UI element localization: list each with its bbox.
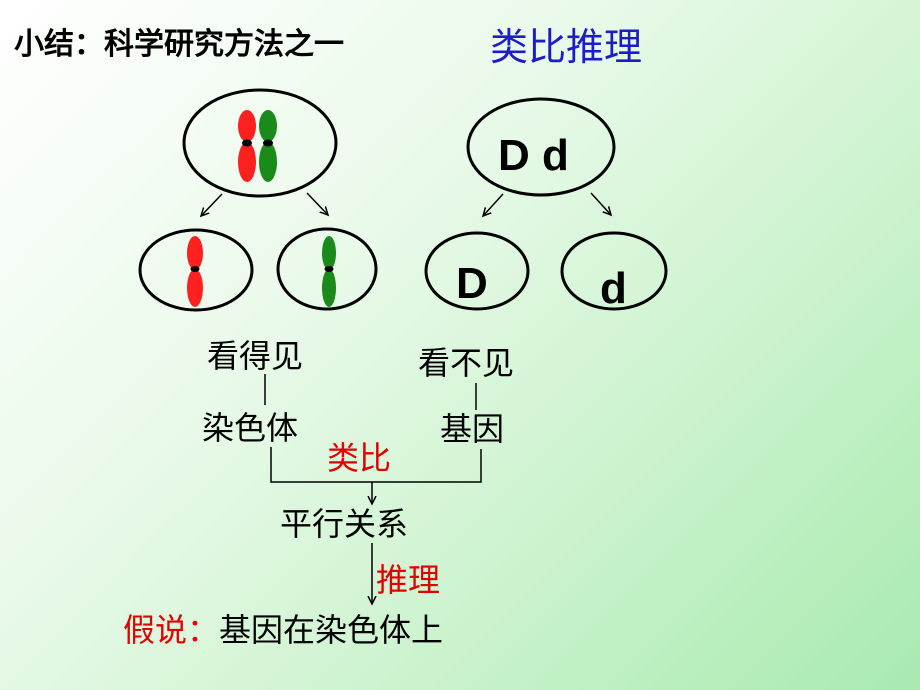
daughter-cell-right: [276, 227, 378, 311]
parent-cell: [182, 88, 338, 198]
gene-child-left-label: D: [456, 259, 488, 308]
title-accent: 类比推理: [490, 25, 643, 69]
arrow-parent-right: [306, 192, 328, 215]
invisible-label: 看不见: [418, 344, 515, 382]
gene-parent-cell: [466, 97, 616, 197]
chromosome-label: 染色体: [202, 409, 299, 447]
chromosome-pair: [238, 110, 277, 182]
flow-connectors: [264, 374, 482, 604]
analogy-label: 类比: [327, 439, 392, 477]
hypothesis-text: 基因在染色体上: [219, 611, 444, 649]
slide-title: 小结：科学研究方法之一: [14, 27, 344, 62]
daughter-cell-left: [138, 228, 254, 312]
arrow-parent-left: [201, 193, 223, 216]
hypothesis-line: 假说：基因在染色体上: [123, 614, 443, 646]
hypothesis-prefix: 假说：: [123, 611, 220, 649]
arrow-gene-right: [590, 192, 611, 215]
gene-child-right-label: d: [600, 264, 627, 313]
gene-cell-left: [424, 231, 530, 311]
visible-label: 看得见: [207, 337, 304, 375]
chromosome-green: [322, 236, 336, 307]
chromosome-red: [187, 236, 203, 307]
gene-label: 基因: [440, 410, 505, 448]
gene-cell-right: [560, 231, 668, 311]
arrow-gene-left: [483, 193, 504, 216]
inference-label: 推理: [376, 561, 441, 599]
parallel-label: 平行关系: [280, 505, 409, 543]
gene-parent-label: D d: [498, 131, 569, 180]
